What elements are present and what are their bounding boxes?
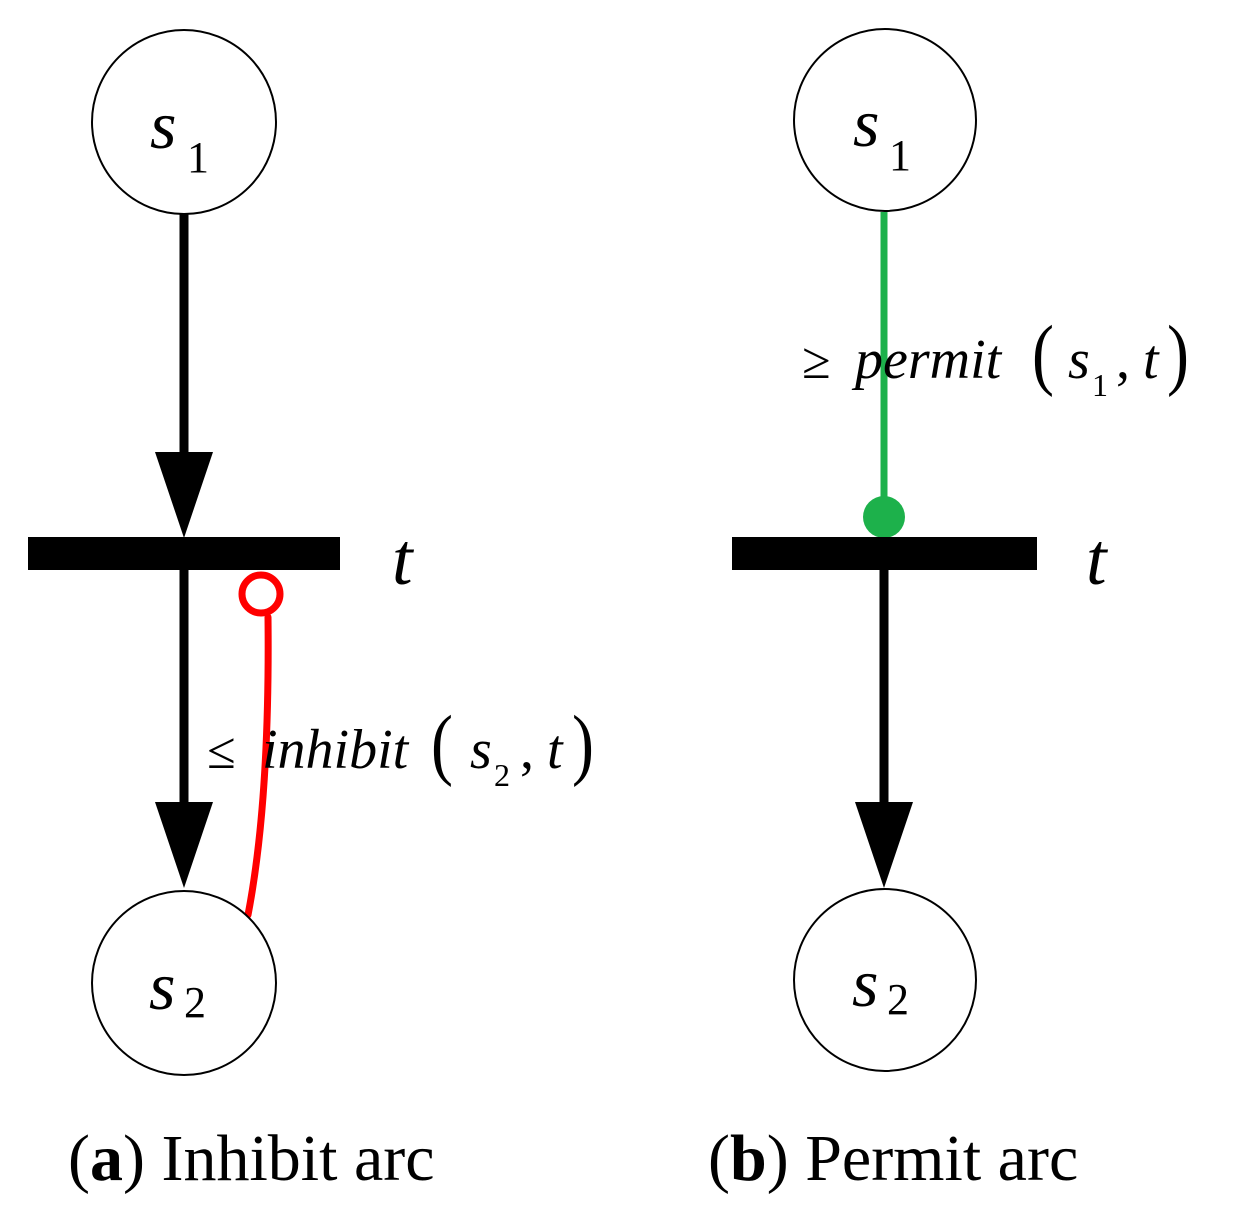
arc-t-to-s2-a-arrowhead	[155, 802, 213, 888]
inhibit-label-arg2: t	[547, 719, 564, 781]
arc-t-to-s2-b	[855, 568, 913, 888]
caption-a-letter: a	[90, 1122, 123, 1195]
permit-label-arg2: t	[1143, 329, 1160, 391]
permit-label-function: permit	[851, 329, 1003, 391]
place-s1-b-circle	[793, 28, 977, 212]
permit-arc-filled-circle	[863, 496, 905, 538]
place-s2-b-subscript: 2	[887, 975, 909, 1024]
inhibit-arc-diagram: s 1 t ≤ inhibit ( s 2 , t	[28, 29, 594, 1195]
place-s1-a-name: s	[150, 87, 176, 163]
caption-a-open: (	[68, 1122, 90, 1195]
arc-s1-to-t-a-arrowhead	[155, 452, 213, 538]
permit-label-open-paren: (	[1032, 309, 1054, 397]
arc-t-to-s2-b-arrowhead	[855, 802, 913, 888]
caption-a-text: Inhibit arc	[145, 1122, 435, 1195]
place-s2-b: s 2	[793, 888, 977, 1072]
permit-label-arg-name: s	[1068, 329, 1090, 391]
place-s2-a-name: s	[149, 948, 175, 1024]
caption-a: (a) Inhibit arc	[68, 1122, 435, 1195]
place-s2-a-subscript: 2	[184, 978, 206, 1027]
inhibit-label-arg-name: s	[470, 719, 492, 781]
place-s1-a-circle	[91, 29, 277, 215]
inhibit-label-close-paren: )	[572, 699, 594, 787]
place-s2-a-circle	[91, 890, 277, 1076]
inhibitor-arc-open-circle	[238, 571, 284, 617]
inhibit-label-arg-subscript: 2	[494, 757, 510, 793]
permit-label-relation: ≥	[802, 333, 831, 390]
caption-b-text: Permit arc	[789, 1122, 1079, 1195]
inhibit-label-function: inhibit	[262, 719, 410, 781]
caption-b-close: )	[767, 1122, 789, 1195]
transition-t-a-label: t	[392, 519, 415, 601]
transition-t-b	[732, 537, 1037, 570]
inhibit-label-comma: ,	[520, 719, 534, 781]
permit-arc	[863, 212, 905, 538]
place-s2-b-name: s	[852, 945, 878, 1021]
permit-arc-diagram: s 1 ≥ permit ( s 1 , t ) t	[708, 28, 1189, 1195]
inhibit-arc-label: ≤ inhibit ( s 2 , t )	[207, 699, 594, 793]
place-s1-a-subscript: 1	[187, 133, 209, 182]
inhibitor-arc	[238, 571, 284, 919]
caption-a-close: )	[123, 1122, 145, 1195]
caption-b: (b) Permit arc	[708, 1122, 1078, 1195]
place-s1-b: s 1	[793, 28, 977, 212]
caption-b-letter: b	[730, 1122, 767, 1195]
transition-t-a	[28, 537, 340, 570]
permit-label-arg-subscript: 1	[1092, 367, 1108, 403]
caption-b-open: (	[708, 1122, 730, 1195]
place-s1-b-name: s	[853, 85, 879, 161]
place-s1-b-subscript: 1	[889, 131, 911, 180]
place-s1-a: s 1	[91, 29, 277, 215]
permit-label-close-paren: )	[1167, 309, 1189, 397]
place-s2-b-circle	[793, 888, 977, 1072]
permit-arc-label: ≥ permit ( s 1 , t )	[802, 309, 1189, 403]
arc-t-to-s2-a	[155, 568, 213, 888]
inhibit-label-open-paren: (	[431, 699, 453, 787]
inhibitor-arc-curve	[244, 613, 272, 919]
permit-label-comma: ,	[1116, 329, 1130, 391]
inhibit-label-relation: ≤	[207, 723, 236, 780]
place-s2-a: s 2	[91, 890, 277, 1076]
arc-s1-to-t-a	[155, 214, 213, 538]
transition-t-b-label: t	[1086, 519, 1109, 601]
